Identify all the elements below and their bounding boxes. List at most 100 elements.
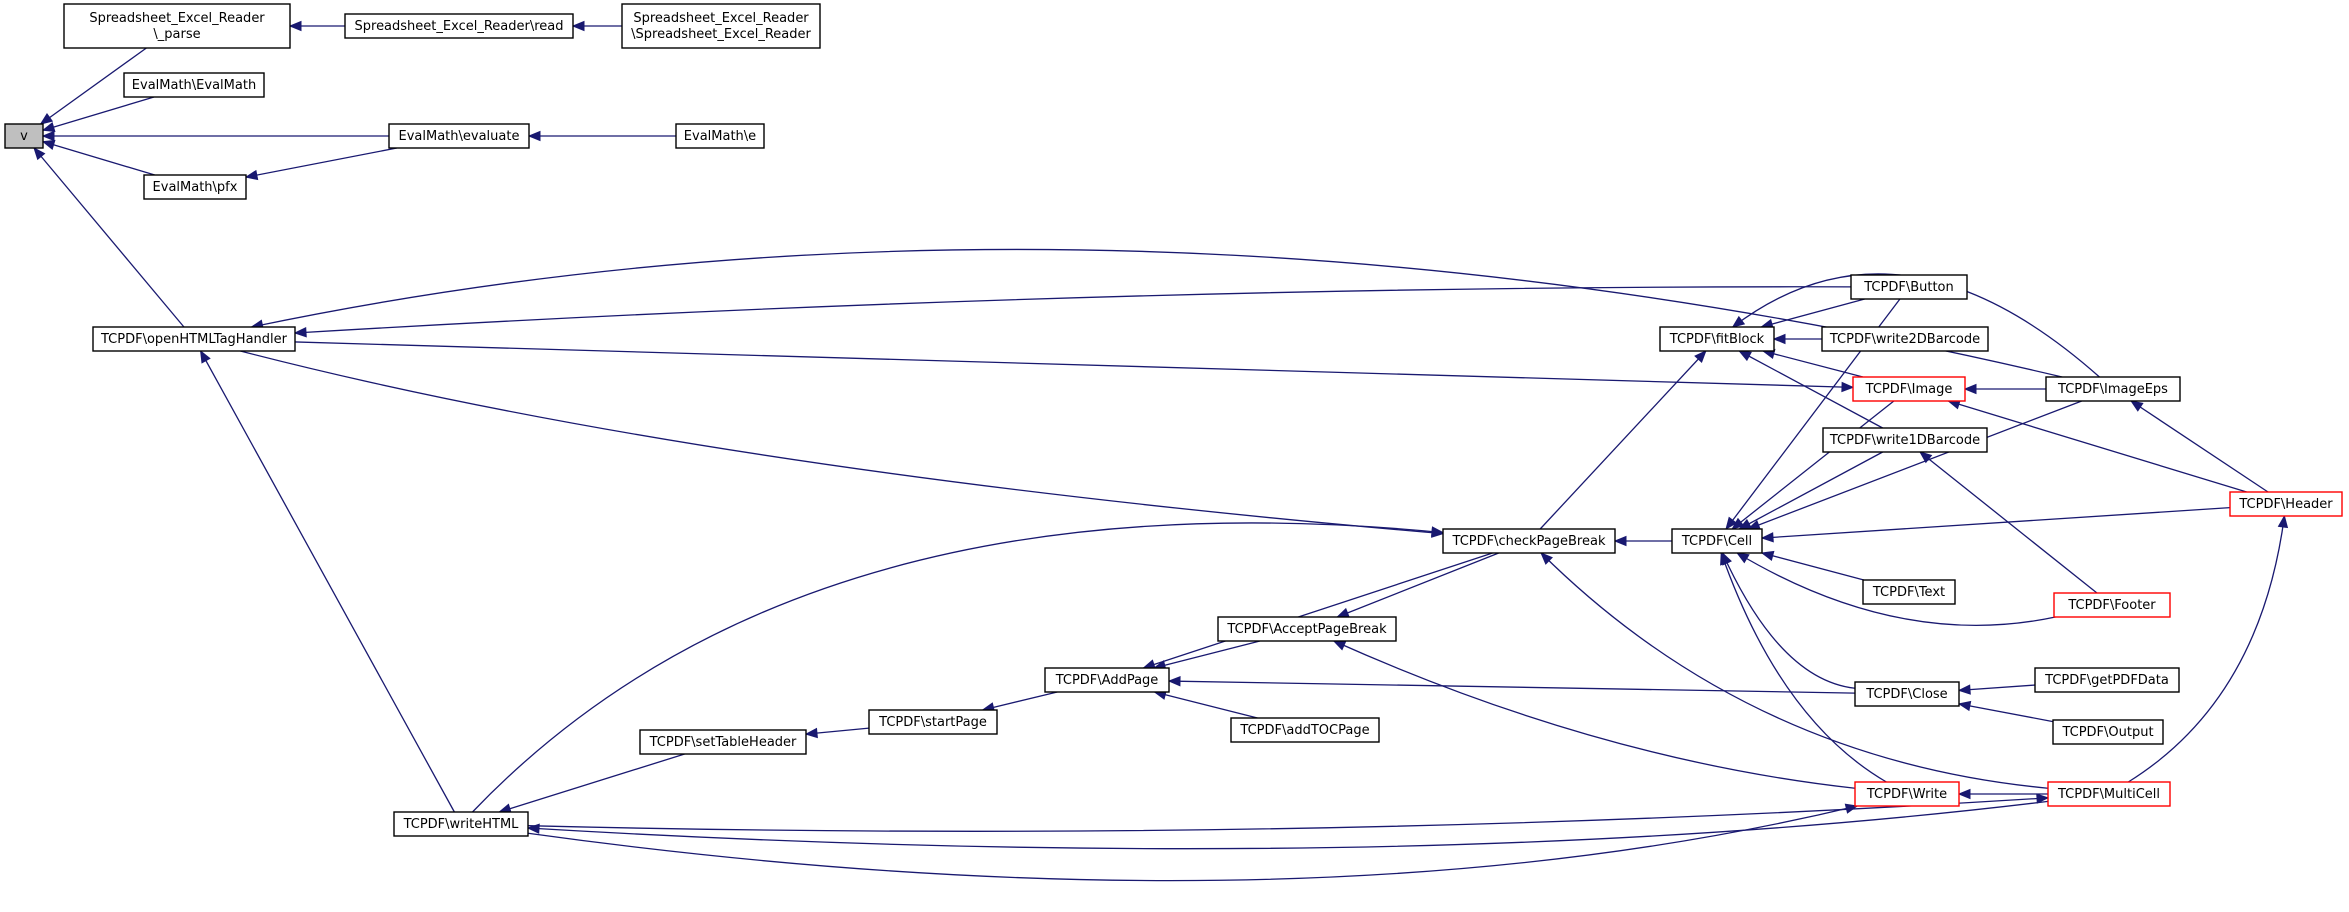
edge-write1d-to-fitblock bbox=[1739, 350, 1883, 429]
arrowhead bbox=[1725, 516, 1738, 531]
arrowhead bbox=[1167, 676, 1181, 687]
node-checkpagebreak[interactable]: TCPDF\checkPageBreak bbox=[1442, 528, 1616, 554]
edge-layer bbox=[33, 20, 2289, 882]
edge-openhtml-to-v bbox=[33, 147, 185, 328]
arrowhead bbox=[1720, 551, 1730, 566]
node-writehtml[interactable]: TCPDF\writeHTML bbox=[393, 811, 529, 837]
node-write2d[interactable]: TCPDF\write2DBarcode bbox=[1821, 326, 1989, 352]
node-ser-ctor[interactable]: Spreadsheet_Excel_Reader\Spreadsheet_Exc… bbox=[621, 3, 821, 49]
node-image[interactable]: TCPDF\Image bbox=[1852, 376, 1966, 402]
arrowhead bbox=[1760, 550, 1775, 561]
arrowhead bbox=[527, 130, 541, 142]
node-multicell[interactable]: TCPDF\MultiCell bbox=[2047, 781, 2171, 807]
node-label: Spreadsheet_Excel_Reader bbox=[89, 11, 265, 26]
edge-addtocpage-to-addpage bbox=[1154, 691, 1258, 719]
node-label: TCPDF\write1DBarcode bbox=[1829, 433, 1980, 448]
edge-image-to-cell bbox=[1731, 400, 1895, 530]
node-box bbox=[1821, 326, 1989, 352]
edge-multicell-to-header bbox=[2127, 515, 2286, 783]
node-header[interactable]: TCPDF\Header bbox=[2229, 491, 2343, 517]
node-box bbox=[1850, 274, 1968, 300]
node-label: TCPDF\Footer bbox=[2067, 598, 2156, 613]
arrowhead bbox=[1332, 640, 1347, 651]
node-box bbox=[2045, 376, 2181, 402]
node-settableheader[interactable]: TCPDF\setTableHeader bbox=[639, 729, 807, 755]
node-box bbox=[1044, 667, 1170, 693]
node-addpage[interactable]: TCPDF\AddPage bbox=[1044, 667, 1170, 693]
arrowhead bbox=[1957, 700, 1972, 712]
node-fitblock[interactable]: TCPDF\fitBlock bbox=[1659, 326, 1775, 352]
node-box bbox=[2229, 491, 2343, 517]
node-cell[interactable]: TCPDF\Cell bbox=[1671, 528, 1763, 554]
arrowhead bbox=[1919, 451, 1933, 464]
node-label: TCPDF\checkPageBreak bbox=[1452, 534, 1606, 549]
edge-output-to-close bbox=[1958, 703, 2054, 723]
node-acceptpagebreak[interactable]: TCPDF\AcceptPageBreak bbox=[1217, 616, 1397, 642]
node-label: TCPDF\AcceptPageBreak bbox=[1226, 622, 1387, 637]
arrowhead bbox=[1963, 383, 1977, 395]
node-em-pfx[interactable]: EvalMath\pfx bbox=[143, 174, 247, 200]
node-box bbox=[123, 72, 265, 98]
node-imageeps[interactable]: TCPDF\ImageEps bbox=[2045, 376, 2181, 402]
arrowhead bbox=[288, 20, 302, 32]
node-box bbox=[344, 13, 574, 39]
node-label: TCPDF\MultiCell bbox=[2057, 787, 2160, 802]
arrowhead bbox=[1336, 607, 1350, 618]
node-box bbox=[1442, 528, 1616, 554]
node-ser-parse[interactable]: Spreadsheet_Excel_Reader\_parse bbox=[63, 3, 291, 49]
node-em-ctor[interactable]: EvalMath\EvalMath bbox=[123, 72, 265, 98]
node-footer[interactable]: TCPDF\Footer bbox=[2053, 592, 2171, 618]
node-em-e[interactable]: EvalMath\e bbox=[675, 123, 765, 149]
node-label: EvalMath\e bbox=[684, 129, 756, 144]
node-box bbox=[388, 123, 530, 149]
edge-multicell-to-writehtml bbox=[527, 800, 2049, 850]
node-getpdfdata[interactable]: TCPDF\getPDFData bbox=[2034, 667, 2180, 693]
node-label: TCPDF\writeHTML bbox=[403, 817, 520, 832]
node-label: TCPDF\startPage bbox=[878, 715, 987, 730]
node-label: TCPDF\Write bbox=[1866, 787, 1947, 802]
edge-imageeps-to-cell bbox=[1748, 400, 2082, 530]
node-output[interactable]: TCPDF\Output bbox=[2052, 719, 2164, 745]
node-label: TCPDF\write2DBarcode bbox=[1829, 332, 1980, 347]
edge-footer-to-write1d bbox=[1919, 451, 2098, 594]
edge-settableheader-to-writehtml bbox=[499, 753, 685, 813]
node-label: TCPDF\Text bbox=[1872, 585, 1945, 600]
edge-multicell-to-checkpagebreak bbox=[1540, 552, 2049, 789]
arrowhead bbox=[39, 113, 54, 125]
node-box bbox=[868, 709, 998, 735]
edge-em-pfx-to-v bbox=[42, 141, 155, 176]
node-box bbox=[4, 123, 44, 149]
node-v[interactable]: v bbox=[4, 123, 44, 149]
node-label: Spreadsheet_Excel_Reader\read bbox=[355, 19, 564, 34]
node-label: TCPDF\ImageEps bbox=[2057, 382, 2168, 397]
node-ser-read[interactable]: Spreadsheet_Excel_Reader\read bbox=[344, 13, 574, 39]
node-close[interactable]: TCPDF\Close bbox=[1854, 681, 1960, 707]
edge-checkpagebreak-to-acceptpagebreak bbox=[1337, 552, 1499, 618]
node-text[interactable]: TCPDF\Text bbox=[1862, 579, 1956, 605]
arrowhead bbox=[1841, 381, 1855, 393]
node-box bbox=[1854, 681, 1960, 707]
node-addtocpage[interactable]: TCPDF\addTOCPage bbox=[1230, 717, 1380, 743]
node-startpage[interactable]: TCPDF\startPage bbox=[868, 709, 998, 735]
arrowhead bbox=[1540, 552, 1553, 565]
edge-imageeps-to-openhtml bbox=[251, 248, 2063, 378]
arrowhead bbox=[199, 349, 211, 364]
node-label: TCPDF\Button bbox=[1863, 280, 1954, 295]
edge-write1d-to-cell bbox=[1739, 451, 1883, 530]
arrowhead bbox=[1844, 803, 1859, 814]
node-label: TCPDF\getPDFData bbox=[2044, 673, 2169, 688]
node-write1d[interactable]: TCPDF\write1DBarcode bbox=[1822, 427, 1988, 453]
edge-checkpagebreak-to-addpage bbox=[1143, 552, 1493, 669]
arrowhead bbox=[1738, 350, 1752, 362]
node-box bbox=[63, 3, 291, 49]
node-write[interactable]: TCPDF\Write bbox=[1854, 781, 1960, 807]
node-button[interactable]: TCPDF\Button bbox=[1850, 274, 1968, 300]
node-openhtml[interactable]: TCPDF\openHTMLTagHandler bbox=[92, 326, 296, 352]
node-label: TCPDF\Cell bbox=[1681, 534, 1752, 549]
edge-writehtml-to-multicell bbox=[527, 797, 2049, 832]
arrowhead bbox=[526, 823, 540, 834]
edge-close-to-cell bbox=[1721, 552, 1856, 689]
edge-openhtml-to-image bbox=[294, 341, 1854, 389]
node-em-eval[interactable]: EvalMath\evaluate bbox=[388, 123, 530, 149]
node-box bbox=[2052, 719, 2164, 745]
